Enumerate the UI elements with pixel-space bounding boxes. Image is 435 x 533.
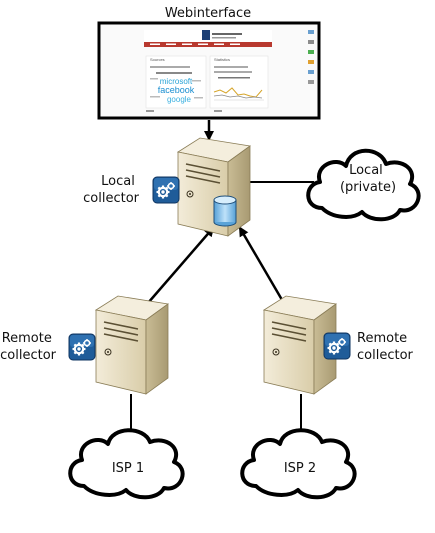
label-remote-collector-1: Remote collector [0,331,57,363]
label-private-line1: Local [349,163,383,178]
database-icon [213,195,237,227]
label-local-line2: collector [83,191,140,206]
webinterface-title: Webinterface [165,6,251,21]
gear-icon [67,332,97,362]
link-remote1-local [147,226,215,304]
remote-collector-1-server-icon [95,295,169,395]
label-isp1: ISP 1 [112,461,144,476]
gear-icon [151,175,181,205]
label-local-line1: Local [101,174,135,189]
label-remote2-line1: Remote [357,331,407,346]
label-isp2: ISP 2 [284,461,316,476]
wordcloud-microsoft: microsoft [160,77,193,86]
cloud-icon-local-private [306,148,421,222]
cloud-icon-isp1 [68,428,185,500]
label-local-private: Local (private) [340,163,396,195]
section-sources: Sources [150,57,165,62]
wordcloud-google: google [167,95,192,104]
logo-icon [202,30,210,40]
label-local-collector: Local collector [83,174,140,206]
label-private-line2: (private) [340,180,396,195]
wordcloud-facebook: facebook [158,85,195,95]
cloud-icon-isp2 [240,428,357,500]
link-remote2-local [238,226,287,306]
label-remote1-line2: collector [0,348,57,363]
label-remote-collector-2: Remote collector [357,331,414,363]
label-remote1-line1: Remote [2,331,52,346]
browser-sidebar [308,30,314,84]
gear-icon [322,331,352,361]
mini-line-chart [213,87,264,101]
browser-screenshot: Sources microsoft facebook google Statis… [97,21,321,120]
label-remote2-line2: collector [357,348,414,363]
section-statistics: Statistics [214,57,230,62]
